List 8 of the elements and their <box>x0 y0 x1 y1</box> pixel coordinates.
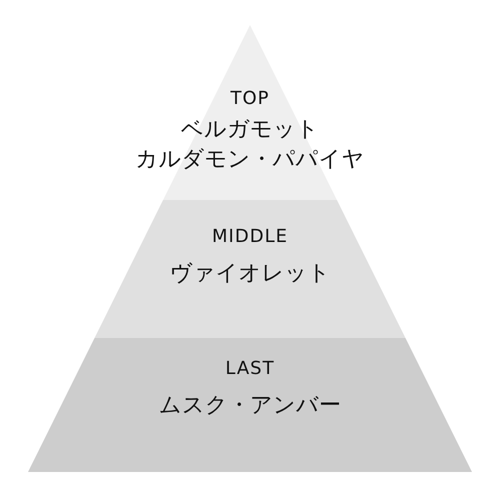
pyramid-tier <box>28 338 472 472</box>
note-text: カルダモン・パパイヤ <box>136 146 364 174</box>
tier-heading: TOP <box>230 88 270 109</box>
note-text: ベルガモット <box>181 116 319 144</box>
note-text: ムスク・アンバー <box>159 392 341 420</box>
tier-heading: LAST <box>225 358 275 379</box>
tier-heading: MIDDLE <box>212 226 288 247</box>
note-text: ヴァイオレット <box>170 260 330 288</box>
